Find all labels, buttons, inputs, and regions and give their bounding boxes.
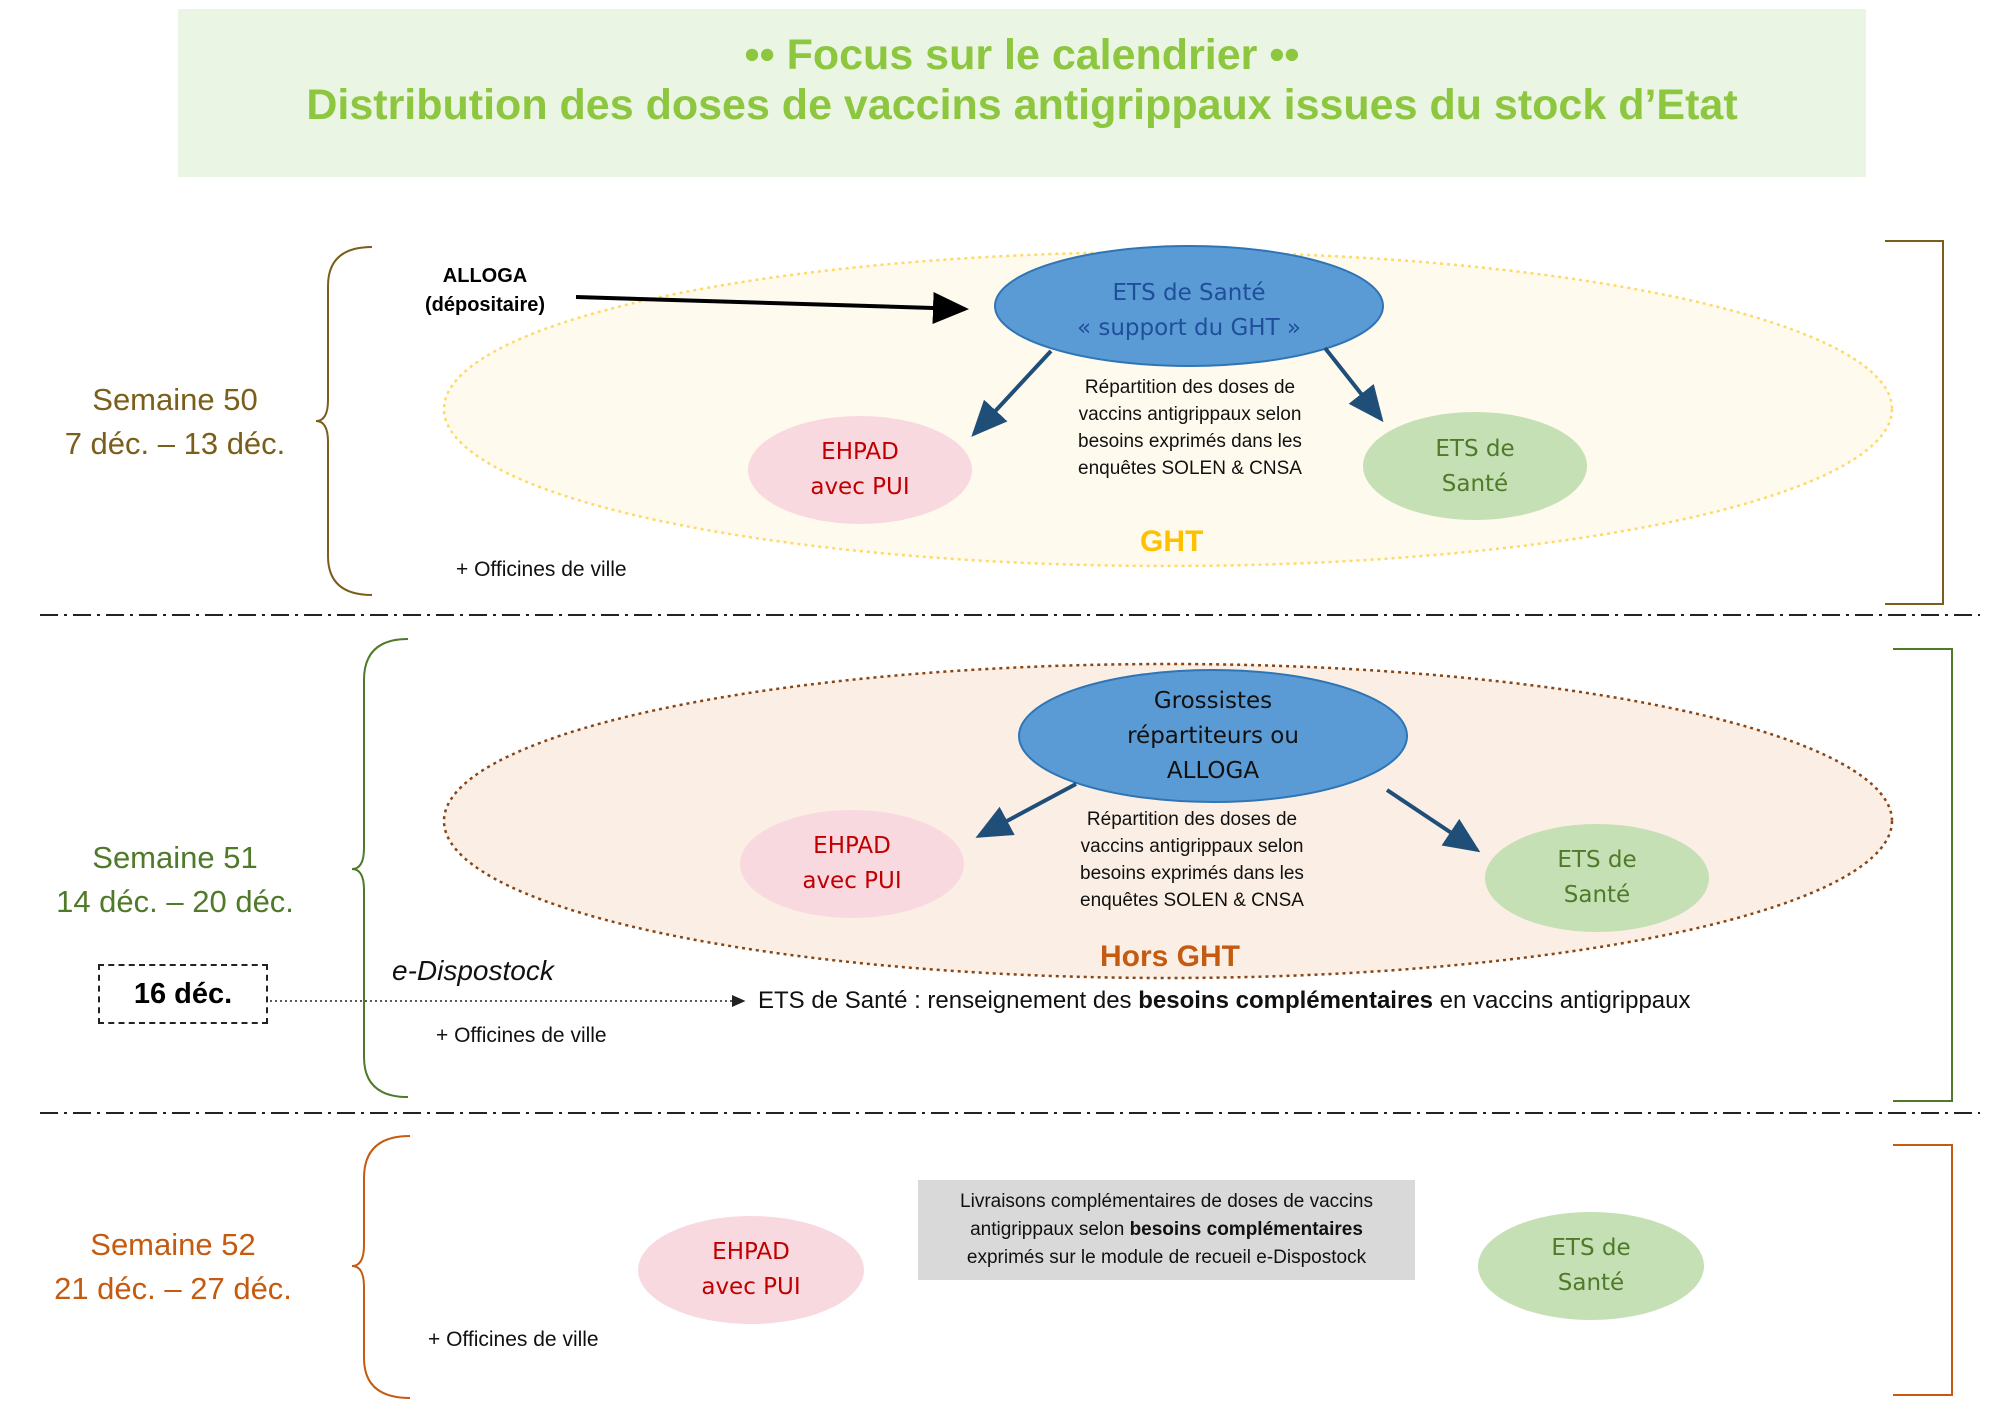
week51-hub-line3: ALLOGA [1166, 758, 1260, 784]
week51-left-brace [351, 638, 409, 1098]
title-banner: •• Focus sur le calendrier •• Distributi… [178, 9, 1866, 177]
week52-label: Semaine 52 21 déc. – 27 déc. [18, 1223, 328, 1311]
week51-label-line1: Semaine 51 [92, 840, 258, 875]
week50-arrow-ets [1323, 346, 1384, 423]
week51-label-line2: 14 déc. – 20 déc. [56, 884, 294, 919]
week50-ehpad-text: EHPAD avec PUI [748, 435, 972, 505]
week52-ets-line1: ETS de [1551, 1235, 1631, 1261]
week51-ets-node [1485, 824, 1709, 932]
week52-delivery-box: Livraisons complémentaires de doses de v… [918, 1180, 1415, 1280]
week51-ets-needs-suffix: en vaccins antigrippaux [1433, 987, 1691, 1014]
week50-arrow-ehpad [971, 349, 1053, 437]
week50-label-line1: Semaine 50 [92, 382, 258, 417]
week50-hub-line1: ETS de Santé [1112, 280, 1266, 306]
week51-arrow-ehpad [975, 782, 1077, 838]
week51-ets-needs: ETS de Santé : renseignement des besoins… [758, 987, 1691, 1015]
week52-officines: + Officines de ville [428, 1328, 599, 1351]
week52-ets-node [1478, 1212, 1704, 1320]
week52-ets-line2: Santé [1557, 1270, 1625, 1296]
week52-ehpad-node [638, 1216, 864, 1324]
week52-right-bracket [1893, 1144, 1953, 1396]
week51-hub-text: Grossistes répartiteurs ou ALLOGA [1019, 684, 1407, 789]
alloga-source: ALLOGA (dépositaire) [400, 262, 570, 320]
week51-desc-line2: vaccins antigrippaux selon [1080, 836, 1304, 857]
week50-label: Semaine 50 7 déc. – 13 déc. [20, 378, 330, 466]
week51-ets-line1: ETS de [1557, 847, 1637, 873]
week50-officines: + Officines de ville [456, 558, 627, 581]
hors-ght-label: Hors GHT [1100, 940, 1241, 973]
alloga-source-line2: (dépositaire) [424, 294, 546, 316]
week51-ets-line2: Santé [1563, 882, 1631, 908]
week52-ehpad-line1: EHPAD [712, 1239, 790, 1265]
week52-ehpad-line2: avec PUI [701, 1274, 801, 1300]
title-line-1: •• Focus sur le calendrier •• [744, 31, 1300, 79]
week51-hub-node [1018, 669, 1408, 803]
week51-ehpad-node [740, 810, 964, 918]
week52-ets-text: ETS de Santé [1478, 1231, 1704, 1301]
week51-hub-line1: Grossistes [1153, 688, 1273, 714]
week50-left-brace [315, 246, 373, 596]
edispostock-label: e-Dispostock [392, 955, 554, 986]
week51-ets-text: ETS de Santé [1485, 843, 1709, 913]
week51-officines: + Officines de ville [436, 1024, 607, 1047]
week50-hub-node [994, 245, 1384, 367]
week52-label-line2: 21 déc. – 27 déc. [54, 1271, 292, 1306]
week50-ets-node [1363, 412, 1587, 520]
week50-ehpad-node [748, 416, 972, 524]
week51-label: Semaine 51 14 déc. – 20 déc. [20, 836, 330, 924]
week50-desc-line3: besoins exprimés dans les [1078, 431, 1302, 452]
week50-ehpad-line2: avec PUI [810, 474, 910, 500]
week52-box-line2-prefix: antigrippaux selon [970, 1219, 1130, 1240]
week51-ehpad-text: EHPAD avec PUI [740, 829, 964, 899]
week51-desc-line1: Répartition des doses de [1086, 809, 1298, 830]
date-box-16-dec: 16 déc. [98, 964, 268, 1024]
week51-hub-line2: répartiteurs ou [1127, 723, 1299, 749]
week52-left-brace [351, 1135, 411, 1399]
week51-desc-line3: besoins exprimés dans les [1080, 863, 1304, 884]
ght-label: GHT [1140, 525, 1204, 558]
week51-arrow-ets [1385, 788, 1481, 853]
week50-hub-line2: « support du GHT » [1076, 315, 1302, 341]
week50-ets-line2: Santé [1441, 471, 1509, 497]
title-line-2: Distribution des doses de vaccins antigr… [306, 81, 1738, 129]
week50-desc-line4: enquêtes SOLEN & CNSA [1078, 458, 1302, 479]
week50-ehpad-line1: EHPAD [821, 439, 899, 465]
week51-desc-line4: enquêtes SOLEN & CNSA [1080, 890, 1304, 911]
week51-ehpad-line1: EHPAD [813, 833, 891, 859]
week52-box-line2-bold: besoins complémentaires [1129, 1219, 1363, 1240]
week50-description: Répartition des doses de vaccins antigri… [1030, 374, 1350, 482]
week51-right-bracket [1893, 648, 1953, 1102]
week50-desc-line2: vaccins antigrippaux selon [1078, 404, 1302, 425]
week51-ehpad-line2: avec PUI [802, 868, 902, 894]
week50-ets-text: ETS de Santé [1363, 432, 1587, 502]
week51-ets-needs-prefix: ETS de Santé : renseignement des [758, 987, 1139, 1014]
week52-ehpad-text: EHPAD avec PUI [638, 1235, 864, 1305]
alloga-arrow [575, 292, 969, 325]
week52-label-line1: Semaine 52 [90, 1227, 256, 1262]
week52-box-line1: Livraisons complémentaires de doses de v… [960, 1191, 1373, 1212]
week50-hub-text: ETS de Santé « support du GHT » [995, 276, 1383, 346]
week50-desc-line1: Répartition des doses de [1084, 377, 1296, 398]
week52-box-line2: antigrippaux selon besoins complémentair… [918, 1216, 1415, 1244]
week50-right-bracket [1885, 240, 1944, 605]
week50-ets-line1: ETS de [1435, 436, 1515, 462]
week51-ets-needs-bold: besoins complémentaires [1138, 987, 1434, 1014]
week52-box-line3: exprimés sur le module de recueil e-Disp… [966, 1247, 1367, 1268]
week51-description: Répartition des doses de vaccins antigri… [1032, 806, 1352, 914]
alloga-source-line1: ALLOGA [442, 265, 528, 287]
week50-label-line2: 7 déc. – 13 déc. [64, 426, 286, 461]
